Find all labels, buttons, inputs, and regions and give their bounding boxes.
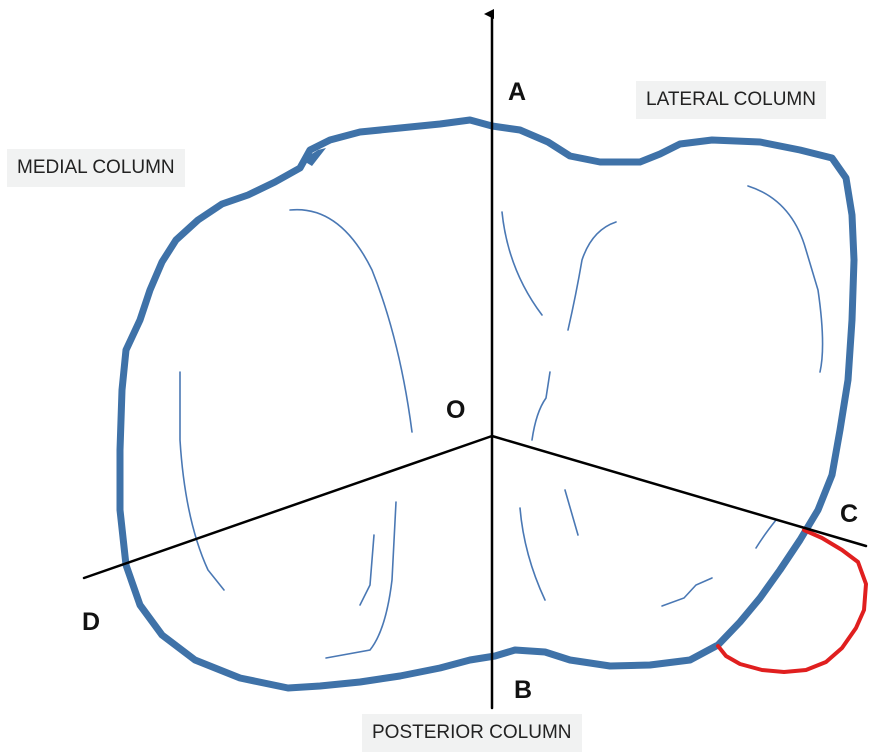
posterior-column-label: POSTERIOR COLUMN — [362, 714, 582, 752]
medial-column-label: MEDIAL COLUMN — [7, 149, 185, 187]
axis-od — [84, 436, 492, 578]
lateral-contour-1 — [568, 222, 616, 330]
center-contour-2 — [532, 372, 550, 440]
posterior-contour-3 — [662, 578, 712, 606]
center-contour-1 — [502, 212, 542, 315]
medial-contour-3 — [360, 535, 374, 605]
point-c-label: C — [840, 502, 858, 527]
point-o-label: O — [446, 398, 465, 423]
lateral-column-label: LATERAL COLUMN — [636, 81, 826, 119]
posterior-contour-1 — [520, 508, 545, 600]
medial-contour-4 — [326, 502, 396, 658]
posterior-contour-4 — [756, 520, 776, 548]
point-d-label: D — [82, 610, 100, 635]
point-b-label: B — [514, 678, 532, 703]
tibial-plateau-outline — [120, 120, 854, 688]
point-a-label: A — [508, 80, 526, 105]
medial-contour-2 — [180, 372, 224, 590]
lateral-contour-2 — [748, 186, 823, 372]
medial-contour-1 — [290, 210, 412, 432]
axis-oc — [492, 436, 866, 546]
posterior-contour-2 — [565, 490, 578, 535]
contour-lines — [180, 186, 823, 658]
